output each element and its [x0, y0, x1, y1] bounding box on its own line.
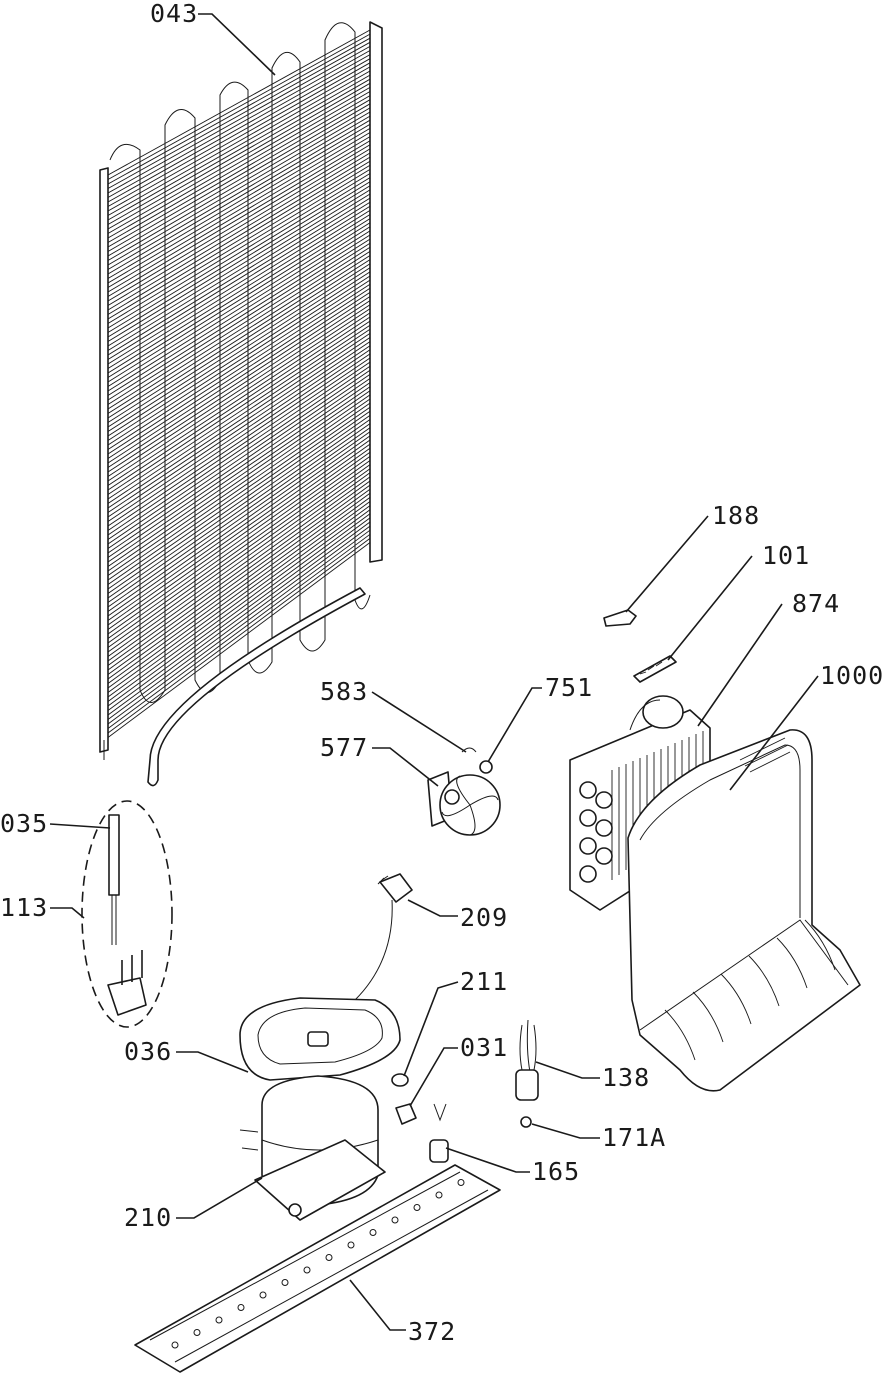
- part-171A-nut: [520, 1116, 532, 1128]
- label-101: 101: [762, 541, 810, 570]
- condenser-coil: [99, 21, 383, 787]
- part-165-capacitor: [429, 1103, 449, 1163]
- part-031-relay: [395, 1103, 417, 1125]
- label-211: 211: [460, 967, 508, 996]
- label-043: 043: [150, 0, 198, 28]
- label-171A: 171A: [602, 1123, 666, 1152]
- fan-assembly: [427, 747, 501, 836]
- callout-labels: 043 188 101 874 1000 583 751 577 035 113…: [0, 0, 884, 1346]
- leader-lines: [49, 13, 819, 1331]
- label-138: 138: [602, 1063, 650, 1092]
- compressor: [239, 997, 401, 1221]
- thermostat-group: [81, 800, 173, 1028]
- label-210: 210: [124, 1203, 172, 1232]
- label-577: 577: [320, 733, 368, 762]
- label-583: 583: [320, 677, 368, 706]
- label-209: 209: [460, 903, 508, 932]
- base-plate: [134, 1164, 501, 1373]
- label-031: 031: [460, 1033, 508, 1062]
- label-036: 036: [124, 1037, 172, 1066]
- label-035: 035: [0, 809, 48, 838]
- label-874: 874: [792, 589, 840, 618]
- label-188: 188: [712, 501, 760, 530]
- label-165: 165: [532, 1157, 580, 1186]
- label-113: 113: [0, 893, 48, 922]
- part-188-clip: [603, 609, 637, 627]
- label-751: 751: [545, 673, 593, 702]
- label-372: 372: [408, 1317, 456, 1346]
- part-101-heater: [633, 655, 677, 683]
- label-1000: 1000: [820, 661, 884, 690]
- part-211-clip: [391, 1073, 409, 1087]
- evaporator-cover: [627, 729, 861, 1092]
- part-138-starter: [515, 1019, 539, 1101]
- power-cord-plug: [354, 873, 413, 1001]
